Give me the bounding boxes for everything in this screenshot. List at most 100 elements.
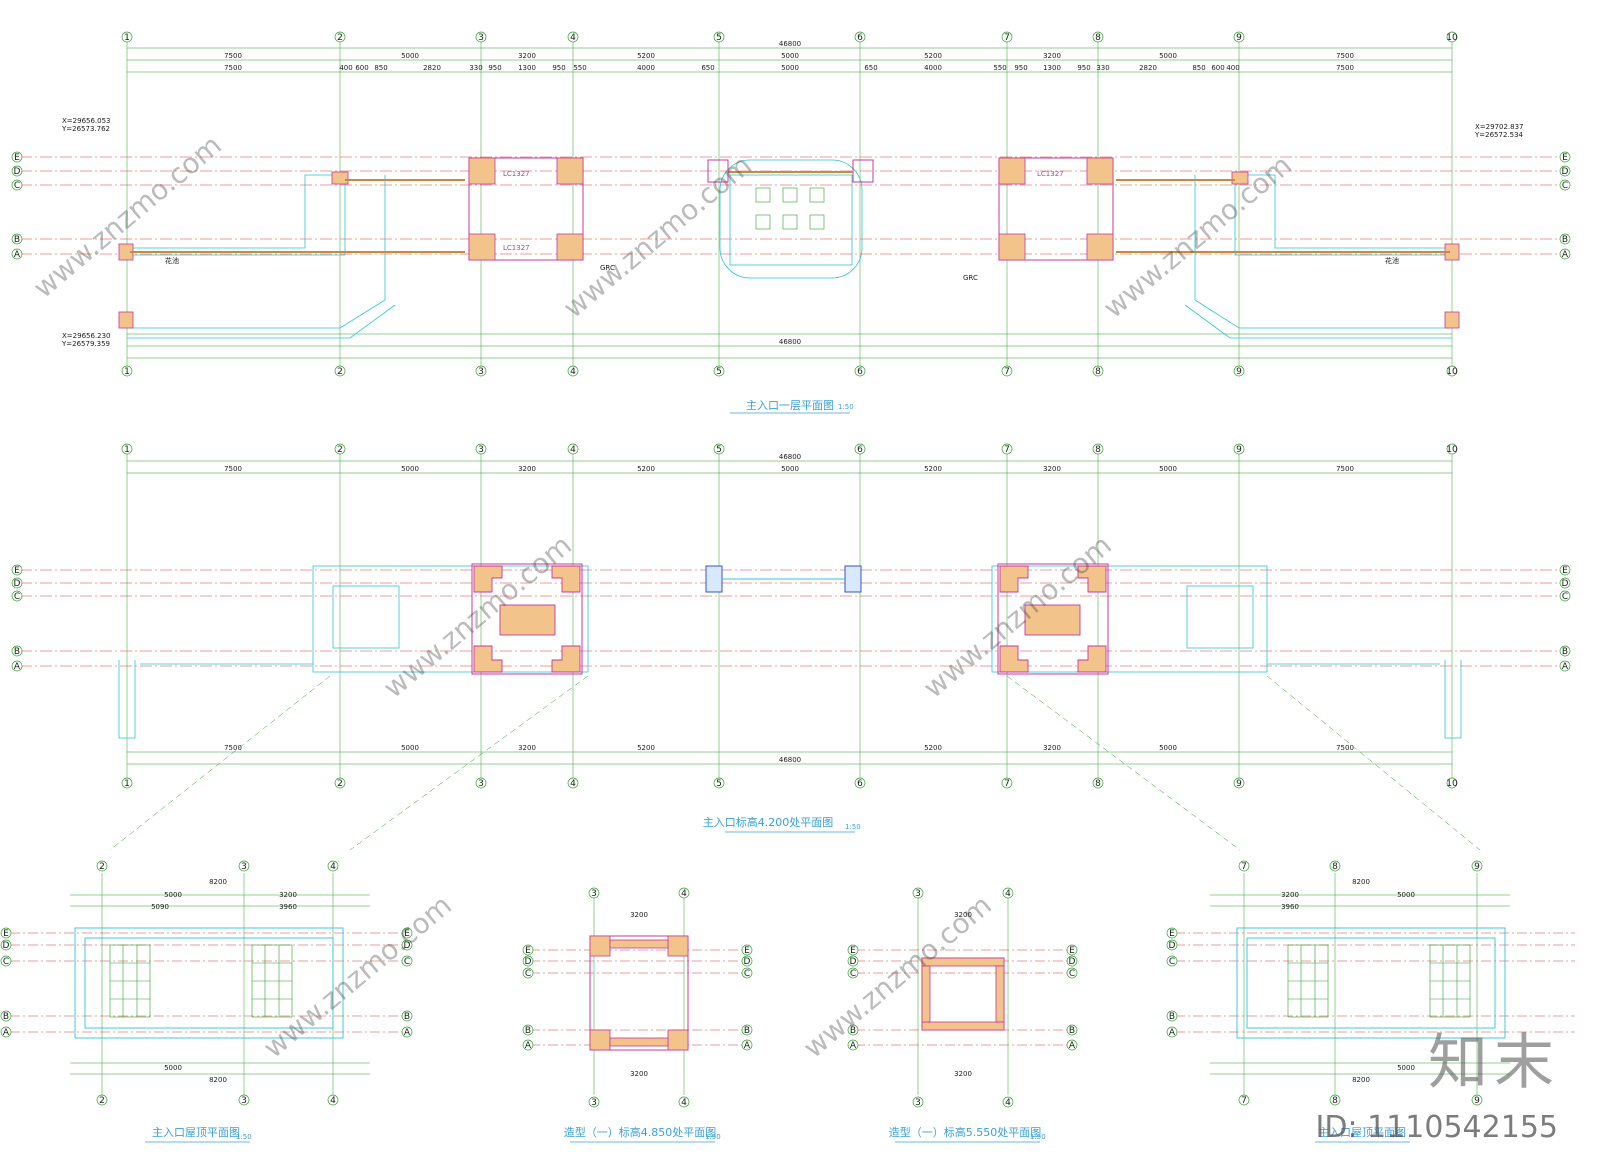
dim-bay-1: 7500: [224, 52, 242, 60]
p6-axis-col-9: 9: [1474, 862, 1480, 872]
p2-axis-col-10: 10: [1446, 445, 1458, 455]
dim-detail-23: 600: [1211, 64, 1224, 72]
p2-axis-col-2: 2: [337, 445, 343, 455]
p4-axis-row-d-right: D: [744, 957, 751, 967]
plan3-scale: 1:50: [236, 1133, 252, 1141]
dim-detail-11: 4000: [637, 64, 655, 72]
label-grc-right: GRC: [963, 274, 978, 282]
p2-axis-row-c: C: [14, 592, 20, 602]
p6-axis-row-a: A: [1169, 1028, 1176, 1038]
p4-axis-col-4-bottom: 4: [681, 1098, 687, 1108]
p2-axis-col-1: 1: [124, 445, 130, 455]
axis-col-7: 7: [1004, 33, 1010, 43]
plan4-title: 造型（一）标高4.850处平面图: [564, 1125, 717, 1139]
p6-dim-5000-bottom: 5000: [1397, 1064, 1415, 1072]
axis-col-7-bottom: 7: [1004, 367, 1010, 377]
axis-col-3-bottom: 3: [478, 367, 484, 377]
p6-axis-row-d: D: [1169, 941, 1176, 951]
p4-axis-row-a-right: A: [744, 1041, 751, 1051]
p6-dim-8200-top: 8200: [1352, 878, 1370, 886]
dim-bay-2: 5000: [401, 52, 419, 60]
p4-axis-col-4: 4: [681, 889, 687, 899]
p3-axis-row-c: C: [3, 957, 9, 967]
axis-col-4: 4: [570, 33, 576, 43]
coord-top-left-y: Y=26573.762: [61, 125, 110, 133]
dim-detail-25: 7500: [1336, 64, 1354, 72]
p4-axis-row-d: D: [525, 957, 532, 967]
p2-overall-dim-bottom: 46800: [779, 756, 801, 764]
p2-dim-bay-4-bottom: 5200: [637, 744, 655, 752]
p2-axis-row-e-right: E: [1562, 566, 1568, 576]
dim-detail-8: 1300: [518, 64, 536, 72]
p2-axis-col-4-bottom: 4: [570, 779, 576, 789]
p3-dim-8200-bottom: 8200: [209, 1076, 227, 1084]
p2-dim-bay-1-bottom: 7500: [224, 744, 242, 752]
axis-col-5-bottom: 5: [716, 367, 722, 377]
dim-detail-4: 850: [374, 64, 387, 72]
plan2-scale: 1:50: [845, 823, 861, 831]
dim-bay-8: 5000: [1159, 52, 1177, 60]
p6-axis-col-7: 7: [1241, 862, 1247, 872]
p6-axis-row-b: B: [1169, 1012, 1175, 1022]
axis-row-b-right: B: [1562, 235, 1568, 245]
p4-axis-row-c: C: [525, 969, 531, 979]
p2-axis-row-d-right: D: [1562, 579, 1569, 589]
p5-axis-row-e: E: [850, 946, 856, 956]
p4-axis-row-b: B: [525, 1026, 531, 1036]
p3-axis-row-b-right: B: [404, 1012, 410, 1022]
p2-axis-col-6-bottom: 6: [857, 779, 863, 789]
left-roof-plan: 2 3 4 2 3 4 E D C B A E D C B A 8200 500…: [0, 860, 413, 1143]
p4-axis-row-b-right: B: [744, 1026, 750, 1036]
label-lc-right: LC1327: [1037, 170, 1064, 178]
dim-detail-24: 400: [1226, 64, 1239, 72]
form-5550-plan: 3 4 3 4 E D C B A E D C B A 3200 3200 造型…: [847, 887, 1078, 1143]
dim-detail-22: 850: [1192, 64, 1205, 72]
p5-axis-col-3: 3: [915, 889, 921, 899]
dim-detail-19: 950: [1077, 64, 1090, 72]
label-lc-left: LC1327: [503, 170, 530, 178]
p3-axis-col-2-bottom: 2: [99, 1096, 105, 1106]
p2-axis-row-d: D: [14, 579, 21, 589]
p5-axis-row-e-right: E: [1069, 946, 1075, 956]
p3-dim-3960: 3960: [279, 903, 297, 911]
ground-floor-plan: 1 2 3 4 5 6 7 8 9 10 1 2 3 4 5 6 7 8 9 1…: [11, 31, 1571, 414]
axis-col-2: 2: [337, 33, 343, 43]
p3-axis-col-3: 3: [241, 862, 247, 872]
dim-detail-3: 600: [355, 64, 368, 72]
p5-axis-row-b-right: B: [1069, 1026, 1075, 1036]
dim-detail-17: 950: [1014, 64, 1027, 72]
p6-axis-col-8-bottom: 8: [1332, 1096, 1338, 1106]
dim-detail-9: 950: [552, 64, 565, 72]
p3-axis-row-d: D: [3, 941, 10, 951]
plan5-title: 造型（一）标高5.550处平面图: [889, 1125, 1042, 1139]
axis-col-10-bottom: 10: [1446, 367, 1458, 377]
p6-dim-3200-top: 3200: [1281, 891, 1299, 899]
coord-bottom-left-x: X=29656.230: [62, 332, 111, 340]
p4-axis-row-e-right: E: [744, 946, 750, 956]
p2-axis-col-3: 3: [478, 445, 484, 455]
p2-dim-bay-6: 5200: [924, 465, 942, 473]
p2-dim-bay-3-bottom: 3200: [518, 744, 536, 752]
dim-detail-15: 4000: [924, 64, 942, 72]
p5-axis-row-a: A: [850, 1041, 857, 1051]
p5-axis-row-d-right: D: [1069, 957, 1076, 967]
axis-row-c-right: C: [1562, 181, 1568, 191]
dim-detail-10: 550: [573, 64, 586, 72]
p2-axis-row-e: E: [14, 566, 20, 576]
plan1-title: 主入口一层平面图: [746, 399, 834, 412]
p2-axis-col-5-bottom: 5: [716, 779, 722, 789]
axis-row-e-right: E: [1562, 153, 1568, 163]
axis-col-4-bottom: 4: [570, 367, 576, 377]
drawing-id: ID: 1110542155: [1315, 1110, 1558, 1145]
axis-col-5: 5: [716, 33, 722, 43]
dim-bay-9: 7500: [1336, 52, 1354, 60]
dim-detail-2: 400: [339, 64, 352, 72]
p2-dim-bay-2-bottom: 5000: [401, 744, 419, 752]
axis-row-e: E: [14, 153, 20, 163]
plan4-scale: 1:50: [705, 1133, 721, 1141]
axis-col-8-bottom: 8: [1095, 367, 1101, 377]
p3-dim-5000-bottom: 5000: [164, 1064, 182, 1072]
axis-col-9: 9: [1236, 33, 1242, 43]
axis-col-6-bottom: 6: [857, 367, 863, 377]
